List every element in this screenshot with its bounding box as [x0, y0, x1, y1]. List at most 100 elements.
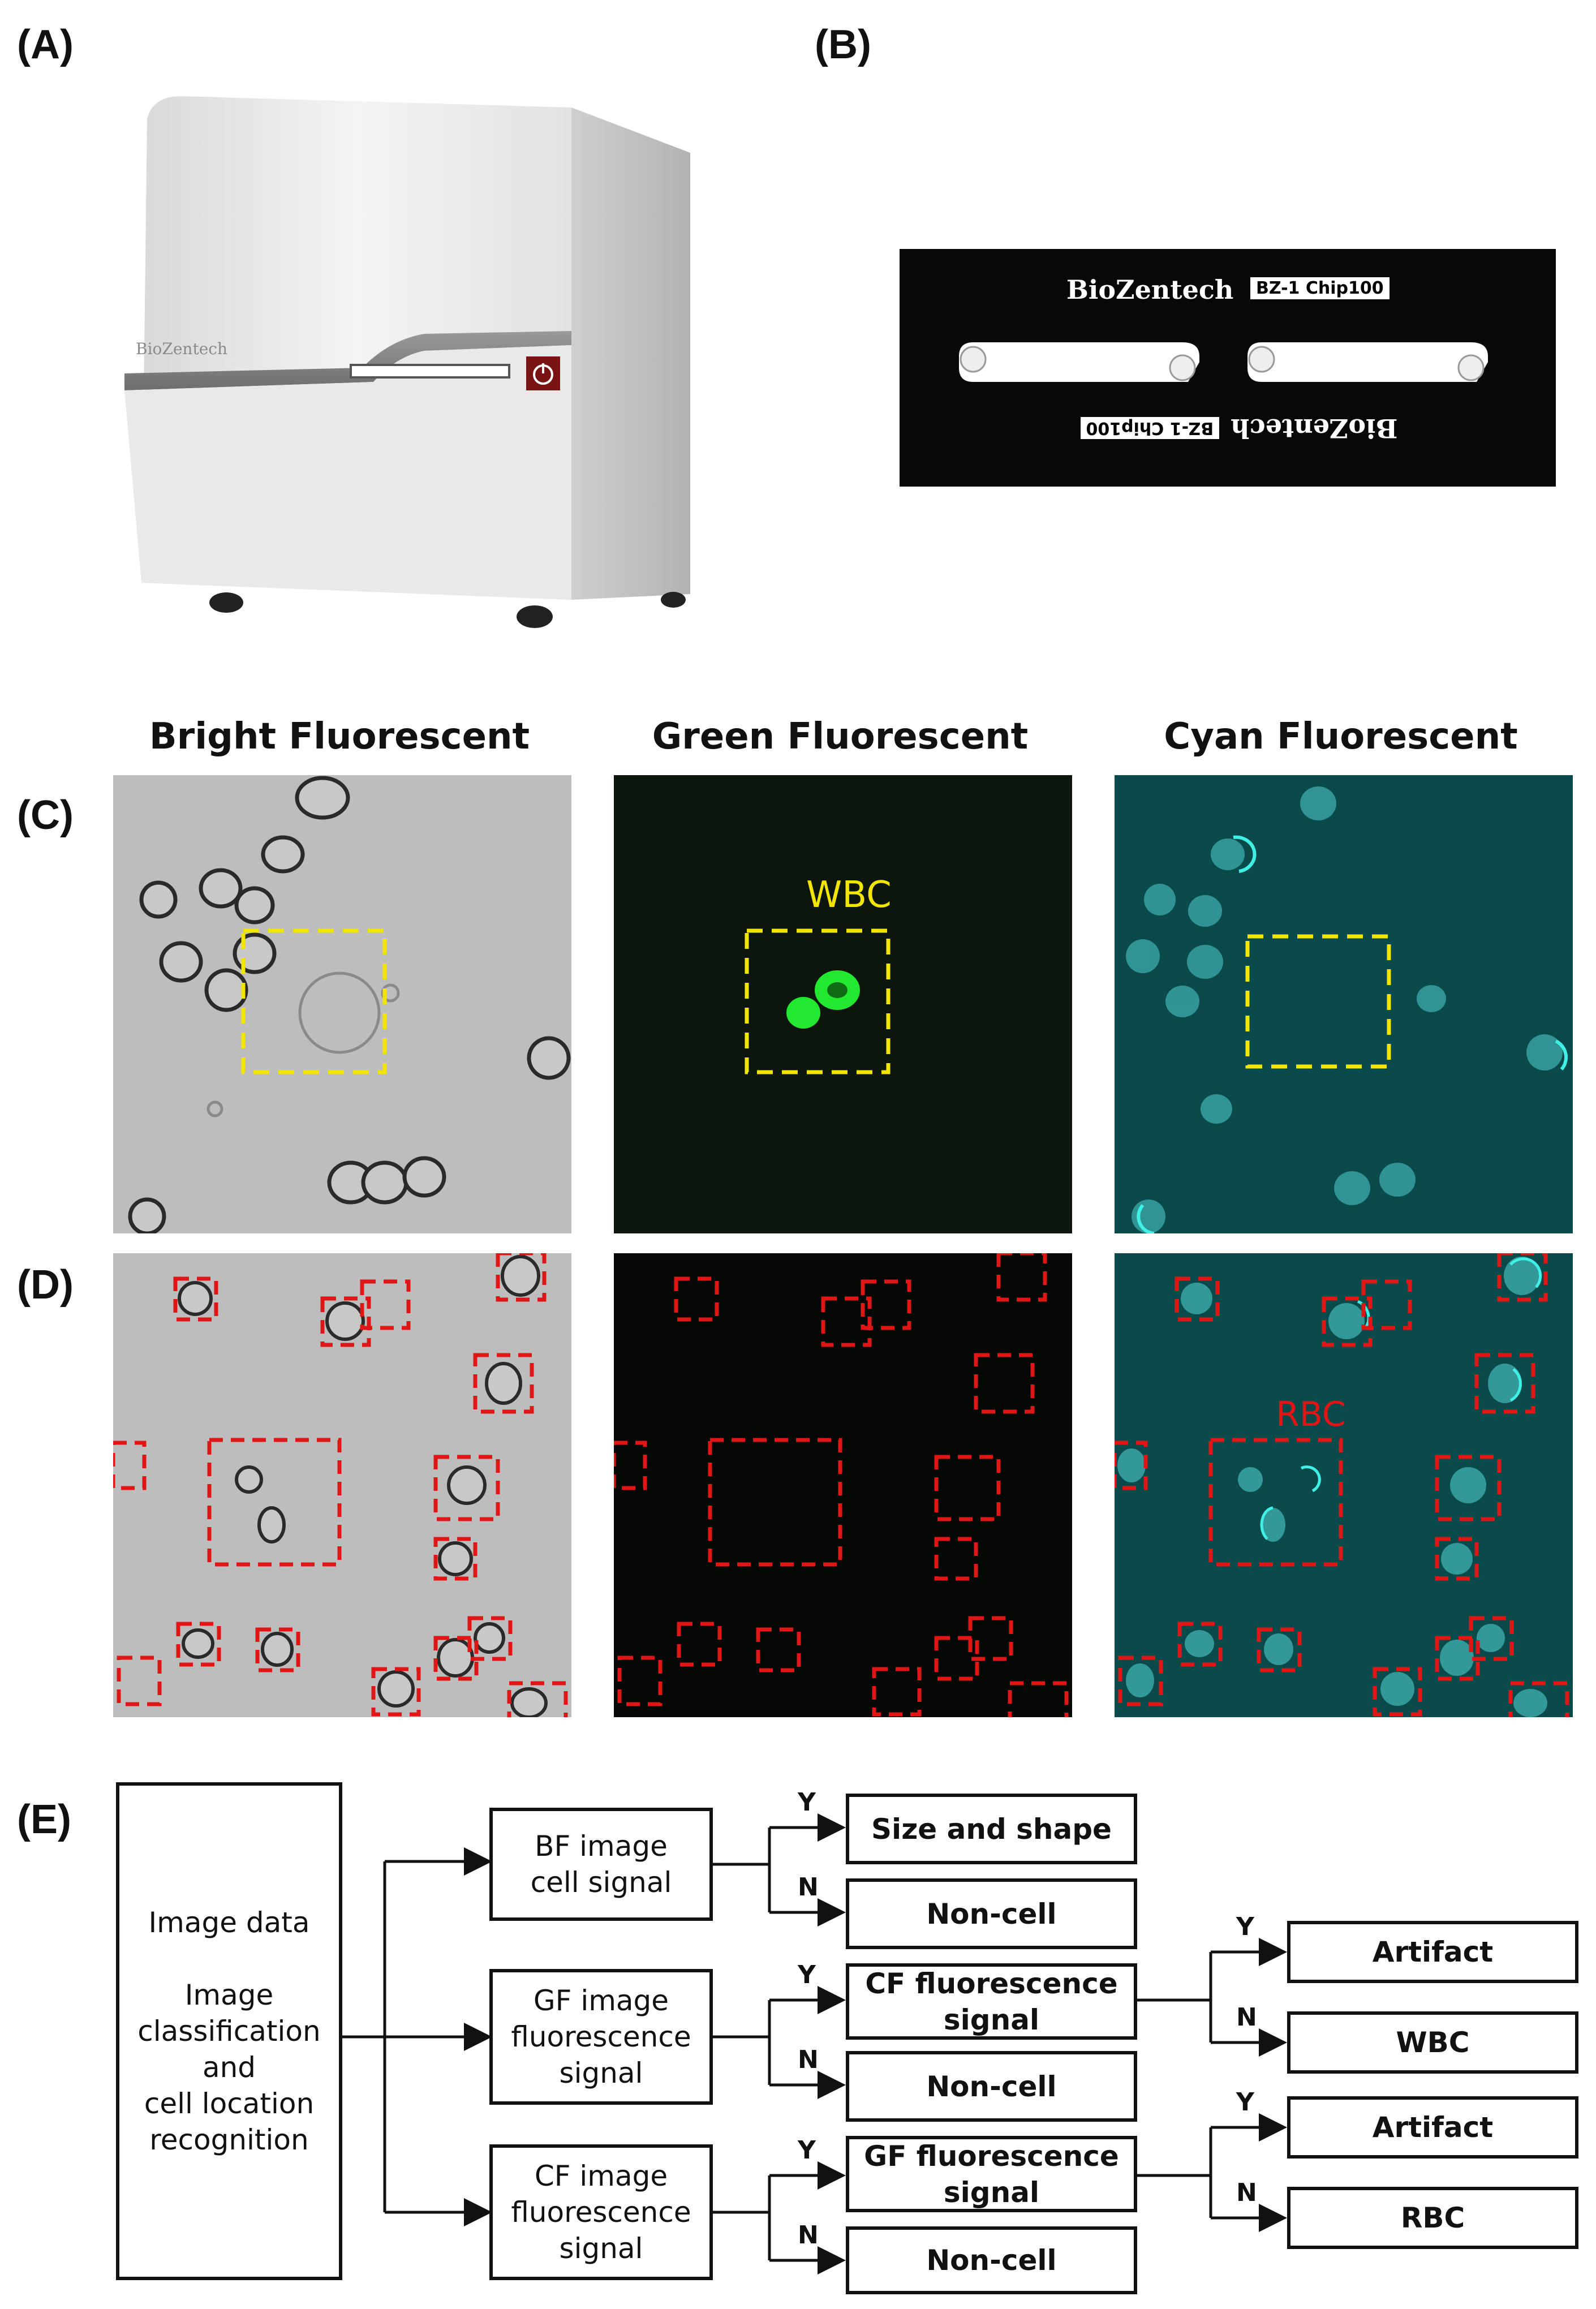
column-title-bright: Bright Fluorescent: [149, 716, 530, 758]
d-green-box: [1008, 1681, 1069, 1717]
d-cyan-box: [1435, 1537, 1479, 1581]
chip-brand-text-inverted-brand: BioZentech: [1231, 413, 1398, 444]
cf-signal-box: CF fluorescence signal: [846, 1963, 1137, 2040]
column-title-green: Green Fluorescent: [652, 716, 1029, 758]
d-cyan-box: [1508, 1681, 1569, 1717]
no-label: N: [798, 2221, 819, 2250]
no-label: N: [798, 2045, 819, 2074]
d-bright-box: [207, 1438, 342, 1567]
cf-image-box: CF image fluorescence signal: [489, 2144, 713, 2280]
c-cyan-image: [1115, 775, 1573, 1233]
c-green-image: WBC: [614, 775, 1072, 1233]
wbc-annotation: WBC: [806, 874, 892, 916]
yes-label: Y: [1236, 1912, 1254, 1941]
d-cyan-box: [1118, 1656, 1163, 1706]
yes-label: Y: [1236, 2088, 1254, 2117]
device-brand-text: BioZentech: [136, 339, 227, 358]
c-bright-wbc-box: [241, 928, 387, 1074]
d-cyan-box: [1322, 1296, 1373, 1347]
non-cell-box-bf: Non-cell: [846, 1878, 1137, 1949]
chip-model-badge-inverted: BZ-1 Chip100: [1080, 417, 1220, 440]
non-cell-box-gf: Non-cell: [846, 2051, 1137, 2122]
d-green-box: [968, 1616, 1013, 1661]
d-green-box: [821, 1296, 872, 1347]
d-cyan-box: [1373, 1667, 1422, 1717]
wbc-box: WBC: [1287, 2011, 1578, 2074]
chip-model-badge: BZ-1 Chip100: [1250, 277, 1389, 299]
chip-chamber-right: [1247, 342, 1488, 382]
d-cyan-box: [1361, 1279, 1412, 1330]
d-green-box: [614, 1441, 647, 1490]
c-cyan-wbc-box: [1245, 934, 1391, 1069]
no-label: N: [1236, 2178, 1257, 2207]
d-green-box: [756, 1627, 801, 1672]
d-bright-box: [320, 1296, 371, 1347]
d-bright-image: [113, 1253, 571, 1717]
d-bright-box: [433, 1537, 477, 1581]
chip-brand-text-inverted: BioZentech BZ-1 Chip100: [1069, 413, 1409, 444]
d-bright-box: [173, 1276, 218, 1322]
d-cyan-box: [1177, 1622, 1223, 1667]
bf-image-box: BF image cell signal: [489, 1808, 713, 1921]
d-bright-box: [360, 1279, 411, 1330]
d-green-box: [861, 1279, 911, 1330]
d-bright-box: [371, 1667, 421, 1717]
d-bright-box: [496, 1253, 547, 1302]
panel-label-b: (B): [815, 22, 871, 67]
d-bright-box: [113, 1441, 147, 1490]
d-cyan-box: [1208, 1438, 1343, 1567]
size-shape-box: Size and shape: [846, 1794, 1137, 1864]
d-bright-box: [473, 1353, 534, 1414]
non-cell-box-cf: Non-cell: [846, 2226, 1137, 2294]
c-green-wbc-box: [745, 928, 891, 1074]
rbc-box: RBC: [1287, 2187, 1578, 2249]
gf-image-box: GF image fluorescence signal: [489, 1969, 713, 2105]
d-bright-box: [117, 1656, 162, 1706]
chip-brand-text: BioZentech: [1066, 274, 1234, 305]
d-bright-box: [467, 1616, 513, 1661]
d-green-box: [934, 1636, 979, 1681]
d-bright-box: [433, 1636, 479, 1681]
d-cyan-box: [1474, 1353, 1535, 1414]
d-bright-box: [176, 1622, 221, 1667]
rbc-annotation: RBC: [1276, 1395, 1346, 1434]
gf-signal-box: GF fluorescence signal: [846, 2136, 1137, 2212]
panel-label-c: (C): [17, 793, 74, 838]
artifact-box-wbc: Artifact: [1287, 1921, 1578, 1983]
d-cyan-image: RBC: [1115, 1253, 1573, 1717]
column-title-cyan: Cyan Fluorescent: [1164, 716, 1518, 758]
d-green-box: [708, 1438, 842, 1567]
d-cyan-box: [1115, 1441, 1148, 1490]
d-cyan-box: [1469, 1616, 1514, 1661]
d-bright-box: [255, 1627, 300, 1672]
d-green-box: [996, 1253, 1047, 1302]
panel-label-d: (D): [17, 1262, 74, 1308]
yes-label: Y: [798, 1788, 816, 1817]
d-cyan-box: [1257, 1627, 1302, 1672]
d-bright-box: [433, 1455, 500, 1521]
c-bright-image: [113, 775, 571, 1233]
d-green-box: [934, 1537, 978, 1581]
d-cyan-box: [1435, 1455, 1502, 1521]
d-green-image: [614, 1253, 1072, 1717]
device-photo: BioZentech: [107, 74, 730, 651]
d-cyan-box: [1175, 1276, 1220, 1322]
d-green-box: [934, 1455, 1001, 1521]
panel-label-e: (E): [17, 1797, 71, 1842]
no-label: N: [798, 1873, 819, 1902]
d-green-box: [872, 1667, 922, 1717]
artifact-box-rbc: Artifact: [1287, 2096, 1578, 2158]
d-cyan-box: [1497, 1253, 1548, 1302]
d-green-box: [674, 1276, 719, 1322]
d-green-box: [617, 1656, 663, 1706]
d-green-box: [974, 1353, 1035, 1414]
d-bright-box: [507, 1681, 568, 1717]
no-label: N: [1236, 2003, 1257, 2032]
d-cyan-box: [1435, 1636, 1480, 1681]
chip-photo: BioZentech BZ-1 Chip100 BioZentech BZ-1 …: [900, 249, 1556, 487]
yes-label: Y: [798, 1960, 816, 1989]
yes-label: Y: [798, 2136, 816, 2165]
input-box: Image data Image classification and cell…: [116, 1782, 342, 2280]
panel-label-a: (A): [17, 22, 74, 67]
chip-chamber-left: [959, 342, 1199, 382]
